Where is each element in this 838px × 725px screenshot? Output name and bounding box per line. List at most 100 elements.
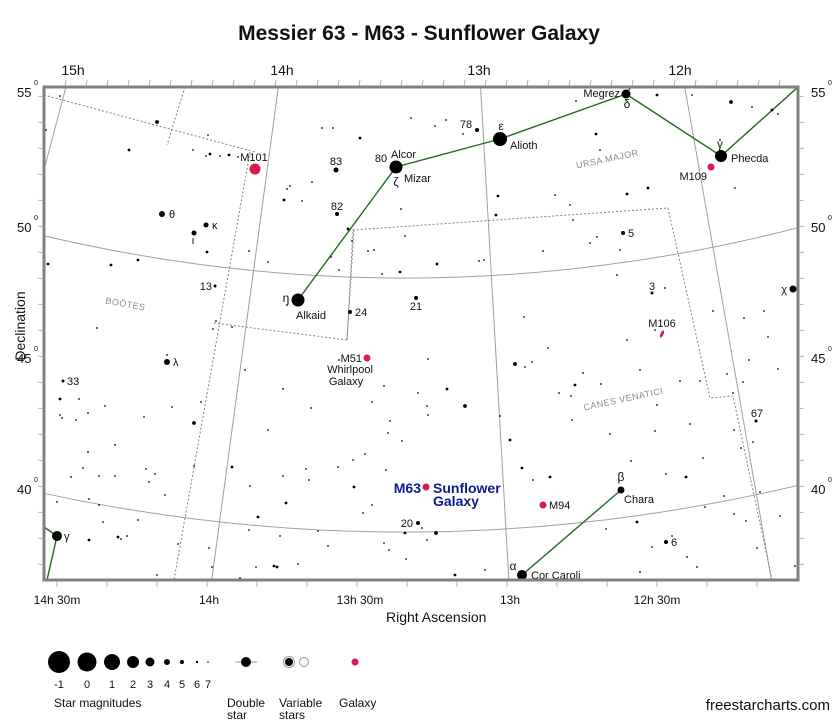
field-star xyxy=(777,113,779,115)
field-star xyxy=(282,198,286,202)
greek-letter-label: α xyxy=(510,559,517,573)
legend-magnitude-dot xyxy=(207,661,209,663)
field-star xyxy=(417,392,419,394)
field-star xyxy=(87,538,91,542)
field-star xyxy=(496,194,500,198)
field-star xyxy=(351,240,353,242)
field-star xyxy=(686,556,688,558)
field-star xyxy=(358,136,362,140)
svg-text:6: 6 xyxy=(671,537,677,549)
svg-text:24: 24 xyxy=(355,307,367,319)
ra-bottom-tick-label: 14h xyxy=(199,593,219,607)
legend-magnitude-dot xyxy=(164,659,170,665)
svg-text:0: 0 xyxy=(34,477,38,484)
field-star xyxy=(523,316,525,318)
field-star xyxy=(383,385,385,387)
star-name-label: Phecda xyxy=(731,153,769,165)
field-star xyxy=(582,372,584,374)
field-star xyxy=(219,155,221,157)
field-star xyxy=(421,527,423,529)
labeled-star: 82 xyxy=(331,201,343,216)
labeled-star: κ xyxy=(203,220,218,232)
labeled-star: 5 xyxy=(621,228,634,240)
field-star xyxy=(154,473,156,475)
legend-double-star-label: Double star xyxy=(227,697,265,721)
field-star xyxy=(284,501,288,505)
greek-letter-label: ε xyxy=(498,119,504,133)
field-star xyxy=(558,392,560,394)
field-star xyxy=(542,250,544,252)
svg-text:M51: M51 xyxy=(341,353,362,365)
field-star xyxy=(547,347,549,349)
field-star xyxy=(362,512,364,514)
field-star xyxy=(524,366,526,368)
dec-right-tick-label: 45 xyxy=(811,351,825,366)
field-star xyxy=(445,119,447,121)
field-star xyxy=(729,100,733,104)
svg-text:13: 13 xyxy=(200,281,212,293)
legend-magnitude-dot xyxy=(127,656,139,668)
legend-double-line1: Double xyxy=(227,696,266,710)
field-star xyxy=(215,320,217,322)
labeled-star: χ xyxy=(781,284,797,296)
field-star xyxy=(462,133,464,135)
field-star xyxy=(684,475,688,479)
field-star xyxy=(665,473,667,475)
galaxy-m106: M106 xyxy=(648,318,676,338)
field-star xyxy=(732,392,734,394)
field-star xyxy=(148,481,150,483)
svg-text:κ: κ xyxy=(212,220,218,232)
legend-variable-line1: Variable xyxy=(279,696,323,710)
ra-top-tick-label: 14h xyxy=(270,62,293,78)
field-star xyxy=(371,401,373,403)
field-star xyxy=(282,475,284,477)
field-star xyxy=(205,155,207,157)
field-star xyxy=(599,149,601,151)
field-star xyxy=(609,433,611,435)
field-star xyxy=(164,494,166,496)
field-star xyxy=(155,120,159,124)
svg-text:83: 83 xyxy=(330,156,342,168)
svg-text:γ: γ xyxy=(64,531,70,543)
field-star xyxy=(654,329,656,331)
field-star xyxy=(297,563,299,565)
field-star xyxy=(639,571,641,573)
greek-letter-label: η xyxy=(283,291,290,305)
legend-magnitude-label: 2 xyxy=(130,679,136,691)
star-alcor: Alcor xyxy=(391,149,416,161)
star-name-label: Megrez xyxy=(583,88,620,100)
field-star xyxy=(427,414,429,416)
field-star xyxy=(699,380,701,382)
labeled-star: 24 xyxy=(348,307,367,319)
labeled-star: 67 xyxy=(751,408,763,423)
svg-text:0: 0 xyxy=(828,346,832,353)
field-star xyxy=(346,227,350,231)
legend-magnitude-dot xyxy=(145,657,155,667)
field-star xyxy=(330,256,332,258)
field-star xyxy=(371,504,373,506)
legend-galaxy-label: Galaxy xyxy=(339,696,377,710)
svg-text:ι: ι xyxy=(192,235,195,247)
svg-text:M101: M101 xyxy=(240,152,268,164)
field-star xyxy=(435,262,439,266)
field-star xyxy=(656,404,658,406)
constellation-label: URSA MAJOR xyxy=(575,148,639,171)
legend-variable-star-icon xyxy=(283,656,295,668)
field-star xyxy=(388,549,390,551)
field-star xyxy=(742,381,744,383)
field-star xyxy=(759,491,761,493)
field-star xyxy=(244,369,246,371)
galaxy-m109: M109 xyxy=(679,163,715,183)
field-star xyxy=(508,438,512,442)
field-star xyxy=(389,420,391,422)
field-star xyxy=(513,362,517,366)
field-star xyxy=(301,200,303,202)
field-star xyxy=(484,569,486,571)
labeled-star: 13 xyxy=(200,281,217,293)
field-star xyxy=(733,513,735,515)
field-star xyxy=(193,465,195,467)
